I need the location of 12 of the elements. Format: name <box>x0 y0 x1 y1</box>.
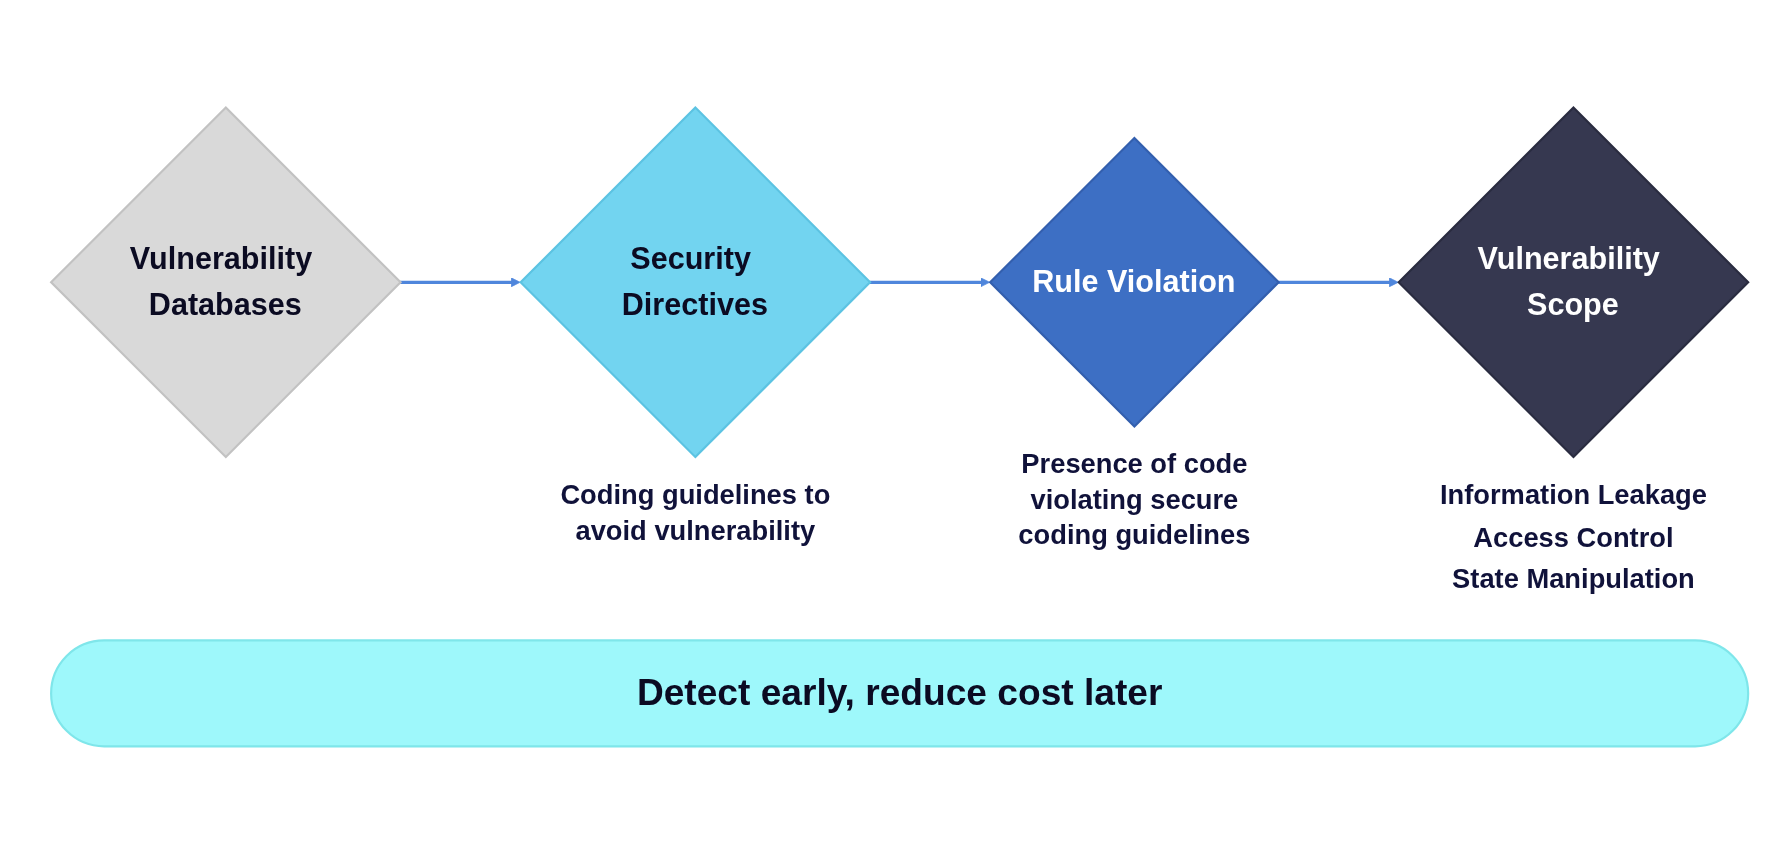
arrow <box>400 277 521 288</box>
description-text: Coding guidelines to avoid vulnerability <box>559 478 832 548</box>
description-text: Information Leakage <box>1438 478 1708 512</box>
node-diamond: Vulnerability Databases <box>49 106 403 459</box>
node-diamond: Vulnerability Scope <box>1397 106 1750 459</box>
description-text: Access Control <box>1472 520 1675 554</box>
arrow <box>869 277 991 288</box>
description-text: State Manipulation <box>1451 562 1696 596</box>
node-diamond: Rule Violation <box>988 136 1281 429</box>
description-text: Presence of code violating secure coding guidelines <box>1017 447 1252 553</box>
node-diamond: Security Directives <box>519 106 872 459</box>
arrow <box>1278 277 1399 288</box>
